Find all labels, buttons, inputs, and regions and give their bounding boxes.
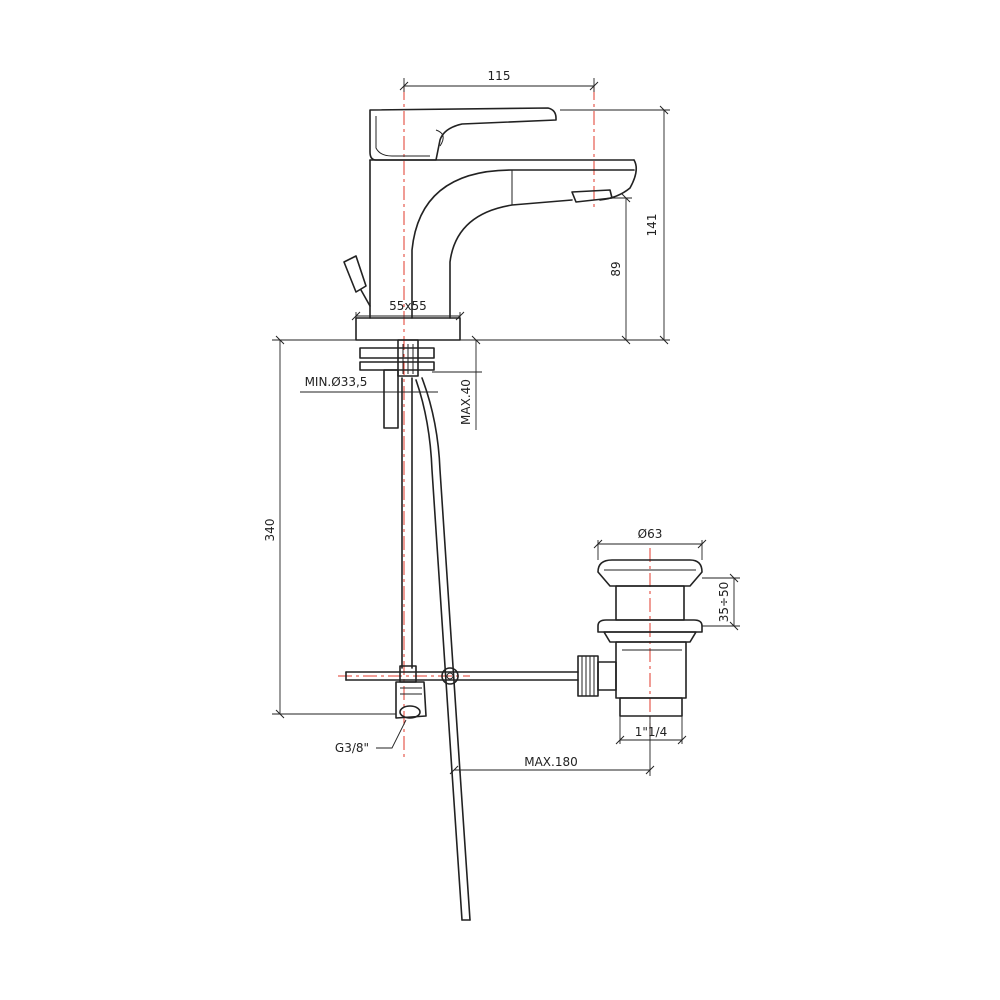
label-deck-thickness: MAX.40 bbox=[459, 379, 473, 425]
lever-handle bbox=[369, 107, 557, 161]
label-waste-thread: 1"1/4 bbox=[635, 725, 667, 739]
spout-inner-curve bbox=[449, 199, 573, 319]
label-connection-thread: G3/8" bbox=[335, 741, 369, 755]
fixing-washer bbox=[359, 361, 435, 371]
mounting-assembly bbox=[359, 339, 435, 429]
label-base-size: 55x55 bbox=[389, 299, 427, 313]
connector-nut bbox=[395, 681, 427, 719]
lever-handle-inner bbox=[375, 116, 430, 157]
mixer-base bbox=[355, 317, 461, 341]
spout-top bbox=[599, 159, 638, 201]
threaded-stud bbox=[397, 339, 419, 377]
waste-assembly bbox=[577, 559, 703, 717]
hose-right-a bbox=[415, 379, 453, 773]
aerator bbox=[571, 189, 613, 203]
popup-knob bbox=[343, 255, 367, 293]
popup-rod-top bbox=[360, 289, 371, 307]
label-total-height: 141 bbox=[645, 214, 659, 237]
dimension-labels: 115 141 89 55x55 MIN.Ø33,5 MAX.40 340 G3… bbox=[263, 69, 731, 769]
waste-cap bbox=[597, 559, 703, 587]
hose-tail-a bbox=[451, 771, 463, 921]
hose-connector bbox=[395, 665, 427, 719]
label-hose-length: 340 bbox=[263, 519, 277, 542]
mixer-body bbox=[278, 107, 670, 341]
spout-outer-curve bbox=[411, 169, 635, 319]
hose-right-b bbox=[421, 377, 461, 773]
connector-thread-end bbox=[399, 705, 421, 719]
flex-hoses bbox=[401, 377, 471, 921]
rod-port-nut bbox=[577, 655, 599, 697]
popup-linkage bbox=[345, 667, 579, 685]
lever-joint bbox=[435, 129, 444, 147]
label-hole-diameter: MIN.Ø33,5 bbox=[305, 375, 368, 389]
label-waste-height-range: 35÷50 bbox=[717, 582, 731, 623]
label-spout-height: 89 bbox=[609, 261, 623, 276]
waste-tail bbox=[619, 697, 683, 717]
label-spout-reach: 115 bbox=[488, 69, 511, 83]
dimension-lines bbox=[272, 78, 740, 776]
popup-rod bbox=[383, 369, 399, 429]
fixing-nut bbox=[359, 347, 435, 359]
linkage-pivot bbox=[441, 667, 459, 685]
center-axes bbox=[338, 86, 651, 760]
label-rod-reach: MAX.180 bbox=[524, 755, 578, 769]
hose-tail-b bbox=[459, 771, 471, 921]
label-waste-cap-diameter: Ø63 bbox=[638, 527, 663, 541]
